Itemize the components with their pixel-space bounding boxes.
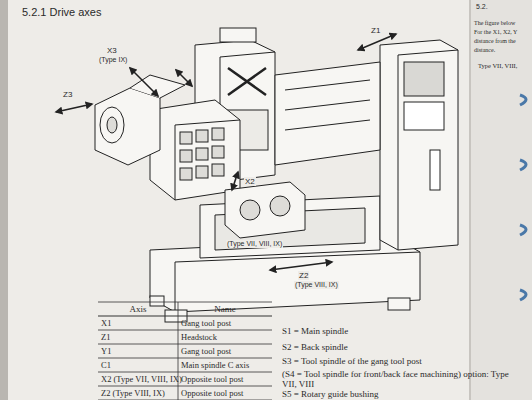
axis-label: X2 bbox=[244, 177, 256, 186]
spindle-note: S3 = Tool spindle of the gang tool post bbox=[282, 356, 422, 366]
axis-note: (Type VII, VIII, IX) bbox=[226, 240, 283, 248]
next-page-text: distance from the bbox=[474, 38, 516, 45]
axis-cell: X2 (Type VII, VIII, IX) bbox=[101, 375, 182, 385]
name-cell: Opposite tool post bbox=[181, 375, 243, 385]
axis-cell: C1 bbox=[101, 361, 111, 371]
axis-cell: Z1 bbox=[101, 333, 110, 343]
axis-label: Z3 bbox=[62, 90, 73, 99]
name-cell: Opposite tool post bbox=[181, 389, 243, 399]
axis-cell: Z2 (Type VIII, IX) bbox=[101, 389, 165, 399]
spindle-note: S1 = Main spindle bbox=[282, 326, 348, 336]
next-page-text: For the X1, X2, Y bbox=[474, 29, 517, 36]
table-header: Axis bbox=[98, 304, 178, 314]
table-header: Name bbox=[178, 304, 272, 314]
next-page-text: Type VII, VIII, bbox=[478, 62, 517, 69]
axis-note: (Type IX) bbox=[98, 56, 128, 64]
next-page-heading: 5.2. bbox=[476, 3, 488, 11]
spindle-note: S5 = Rotary guide bushing bbox=[282, 389, 379, 399]
axis-cell: X1 bbox=[101, 319, 111, 329]
name-cell: Headstock bbox=[181, 333, 217, 343]
name-cell: Gang tool post bbox=[181, 347, 231, 357]
next-page-text: The figure below bbox=[474, 20, 515, 27]
next-page-text: distance. bbox=[474, 47, 495, 54]
axis-label: Z1 bbox=[370, 26, 381, 35]
axis-label: Z2 bbox=[298, 271, 309, 280]
axis-cell: Y1 bbox=[101, 347, 111, 357]
spindle-note: (S4 = Tool spindle for front/back face m… bbox=[282, 369, 522, 390]
axis-label: X3 bbox=[106, 46, 118, 55]
spindle-note: S2 = Back spindle bbox=[282, 342, 348, 352]
name-cell: Main spindle C axis bbox=[181, 361, 249, 371]
name-cell: Gang tool post bbox=[181, 319, 231, 329]
axis-note: (Type VIII, IX) bbox=[294, 281, 339, 289]
section-heading: 5.2.1 Drive axes bbox=[22, 6, 101, 19]
